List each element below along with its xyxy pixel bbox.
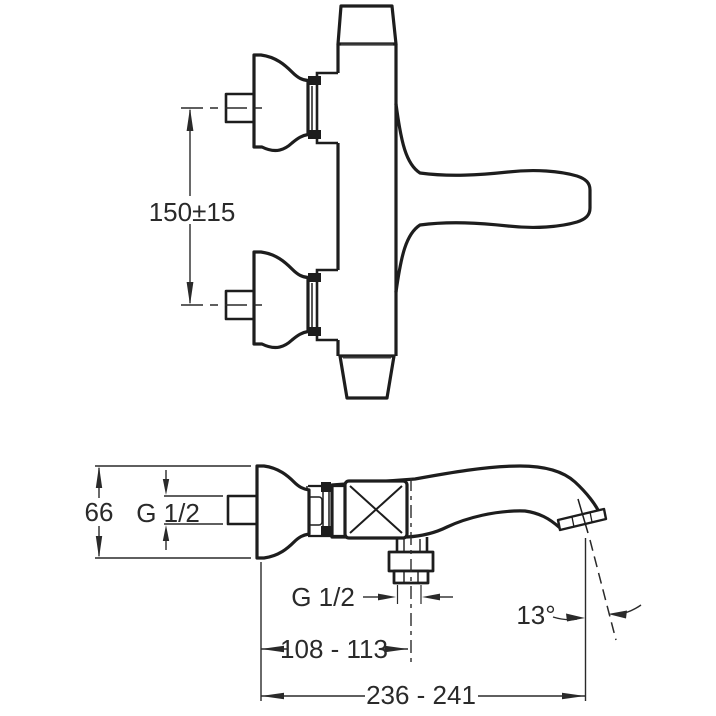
handle-bell [252, 53, 310, 153]
valve-seal [321, 482, 331, 492]
dimension-outlet-thread: G 1/2 [291, 582, 453, 612]
valve-boss [315, 268, 338, 342]
outlet-thread-label: G 1/2 [291, 582, 355, 612]
outlet-offset-label: 108 - 113 [280, 634, 388, 664]
handle-bell [255, 464, 311, 560]
valve-seal [308, 327, 321, 336]
valve-lower [181, 250, 338, 350]
valve-seal [308, 130, 321, 139]
body-column [336, 44, 398, 356]
mixer-body-block [343, 479, 409, 540]
top-cap [336, 4, 398, 46]
side-view: 66 G 1/2 G 1/2 108 - 113 [85, 464, 642, 710]
valve-stem [226, 494, 259, 526]
valve-seal [321, 526, 331, 536]
dimension-outlet-offset: 108 - 113 [260, 562, 408, 701]
body-height-label: 66 [85, 497, 114, 527]
cross-mark [349, 485, 403, 534]
aerator [556, 507, 608, 532]
handle-bell [252, 250, 310, 350]
spout-front [394, 102, 592, 294]
valve-upper [181, 53, 338, 153]
dimension-spout-reach: 236 - 241 [261, 538, 587, 710]
handle-spacing-label: 150±15 [149, 197, 236, 227]
flow-axis [577, 498, 617, 641]
dimension-inlet-thread: G 1/2 [136, 470, 223, 550]
spout-reach-label: 236 - 241 [366, 680, 476, 710]
dimension-handle-spacing: 150±15 [149, 108, 236, 305]
valve-boss [315, 71, 338, 145]
front-view: 150±15 [149, 4, 592, 400]
bottom-cap [338, 354, 396, 400]
valve-seal [308, 273, 321, 282]
handle-side [226, 464, 311, 560]
spout-angle-label: 13° [516, 600, 555, 630]
dimension-body-height: 66 [85, 465, 251, 559]
valve-seal [308, 76, 321, 85]
dimension-spout-angle: 13° [516, 600, 642, 630]
inlet-thread-label: G 1/2 [136, 498, 200, 528]
